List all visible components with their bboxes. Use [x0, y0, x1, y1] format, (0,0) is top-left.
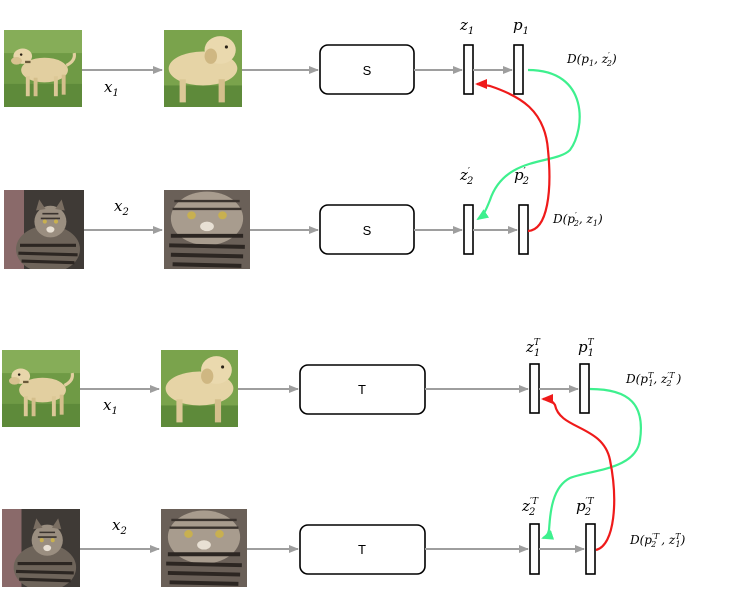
z1-label: z1: [459, 16, 474, 37]
row-2: x2 S z′2 p′2 D(p′2, z1): [4, 166, 603, 269]
dog-augmented-photo: [164, 30, 242, 107]
encoder-label: S: [363, 63, 372, 78]
p2-prime-label: p′2: [514, 166, 529, 187]
green-loss-arrow-s: [476, 68, 581, 221]
z2-vector: [463, 204, 474, 255]
loss-label-1: D(p1, z′2): [566, 51, 617, 68]
x2-label: x2: [114, 197, 129, 218]
z1t-vector: [529, 363, 540, 414]
row-1: x1 S z1 p1 D(p1, z′2): [4, 16, 617, 107]
cat-augmented-photo: [164, 190, 250, 269]
x2-label: x2: [112, 516, 127, 537]
p1t-vector: [579, 363, 590, 414]
z2-prime-label: z′2: [459, 166, 473, 187]
dog-photo: [2, 350, 80, 427]
dog-augmented-photo: [161, 350, 238, 427]
red-loss-arrow-t: [541, 394, 616, 552]
cat-photo: [4, 190, 84, 269]
p2t-vector: [585, 523, 596, 575]
encoder-label: T: [358, 382, 366, 397]
cat-photo: [2, 509, 80, 587]
loss-label-2: D(p′2, z1): [552, 211, 603, 228]
red-loss-arrow-s: [475, 79, 551, 233]
p2-vector: [518, 204, 529, 255]
x1-label: x1: [103, 396, 118, 417]
z1-vector: [463, 44, 474, 95]
x1-label: x1: [104, 78, 119, 99]
z2t-vector: [529, 523, 540, 575]
green-loss-arrow-t: [541, 387, 642, 540]
dog-photo: [4, 30, 82, 107]
encoder-label: T: [358, 542, 366, 557]
p1-vector: [513, 44, 524, 95]
encoder-label: S: [363, 223, 372, 238]
cat-augmented-photo: [161, 509, 247, 587]
p1-label: p1: [513, 16, 529, 37]
